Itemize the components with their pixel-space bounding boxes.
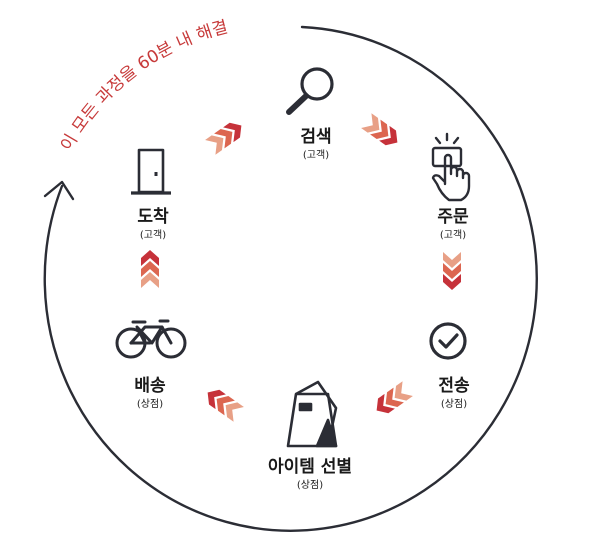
step-select-title: 아이템 선별 [267, 457, 353, 477]
arrow-send-to-select [371, 381, 413, 418]
arrow-order-to-send [443, 252, 461, 290]
step-select-actor: (상점) [296, 480, 324, 491]
bicycle-icon [115, 319, 187, 359]
step-order-title: 주문 [437, 207, 469, 227]
step-select: 아이템 선별 (상점) [268, 456, 352, 492]
step-arrive-title: 도착 [137, 207, 169, 227]
check-circle-icon [429, 322, 467, 360]
cycle-arrowhead [43, 180, 75, 201]
step-deliver-title: 배송 [134, 376, 166, 396]
step-send: 전송 (상점) [438, 375, 469, 411]
press-button-icon [431, 132, 471, 202]
arrow-search-to-order [361, 113, 403, 150]
step-search-actor: (고객) [302, 150, 330, 161]
door-icon [131, 148, 171, 195]
step-send-title: 전송 [438, 376, 470, 396]
arrow-arrive-to-search [205, 118, 247, 155]
step-search-title: 검색 [300, 127, 332, 147]
arrow-select-to-deliver [202, 385, 244, 422]
step-deliver: 배송 (상점) [134, 375, 165, 411]
shopping-bag-icon [286, 380, 338, 448]
step-order: 주문 (고객) [437, 206, 468, 242]
step-arrive: 도착 (고객) [137, 206, 168, 242]
magnifier-icon [286, 67, 334, 115]
step-deliver-actor: (상점) [136, 399, 164, 410]
arrow-deliver-to-arrive [141, 250, 159, 288]
step-order-actor: (고객) [439, 230, 467, 241]
step-send-actor: (상점) [440, 399, 468, 410]
step-search: 검색 (고객) [300, 126, 331, 162]
step-arrive-actor: (고객) [139, 230, 167, 241]
cycle-ring [43, 25, 538, 532]
cycle-caption: 이 모든 과정을 60분 내 해결 [57, 17, 230, 154]
